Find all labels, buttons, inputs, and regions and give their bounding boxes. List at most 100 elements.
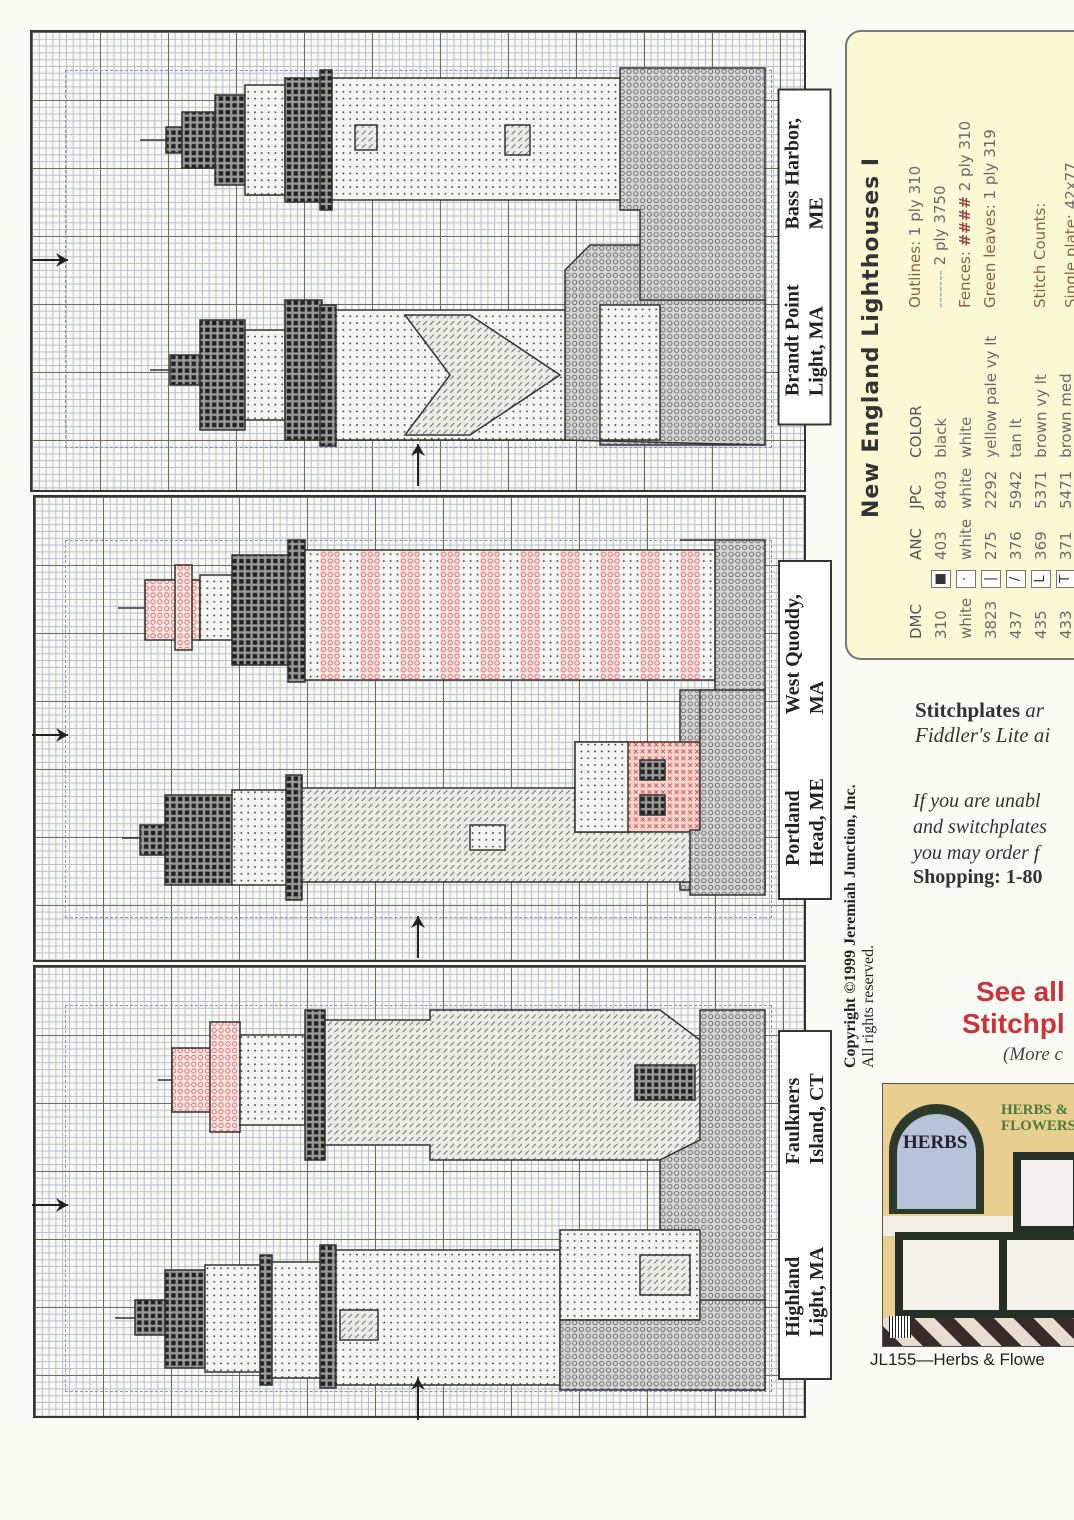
arrowhead-icon <box>56 1198 68 1212</box>
stitch-symbol-icon: ■ <box>931 569 951 588</box>
stitch-block <box>139 824 166 856</box>
label-line: Bass Harbor, <box>781 117 804 230</box>
stitch-block <box>209 1021 241 1133</box>
stitch-block <box>214 94 246 186</box>
stitch-block <box>319 1244 337 1389</box>
stitch-block <box>204 1264 263 1373</box>
keeper-house <box>574 741 629 833</box>
key-cell-color: yellow pale vy lt <box>981 335 1000 458</box>
stitchplates-bold: Stitchplates <box>915 698 1020 722</box>
color-key: New England Lighthouses I DMC ANC JPC CO… <box>845 30 1074 660</box>
window <box>639 794 666 816</box>
stitch-block <box>199 319 246 431</box>
label-line: Highland <box>782 1256 804 1337</box>
dashed-line-symbol: ------- <box>931 270 949 308</box>
stitch-block <box>171 1047 213 1113</box>
key-cell-jpc: 5371 <box>1031 470 1050 509</box>
fences-label: Fences: <box>956 251 974 308</box>
key-cell-symbol: ■ <box>928 565 953 593</box>
stitch-block <box>284 299 323 441</box>
label-line: Portland <box>782 790 804 866</box>
product-image-herbs-flowers[interactable]: HERBS HERBS & FLOWERS <box>882 1083 1074 1347</box>
stitch-block <box>239 1034 306 1126</box>
copyright-line: Copyright ©1999 Jeremiah Junction, Inc. <box>842 784 859 1068</box>
key-cell-anc: 369 <box>1031 531 1050 560</box>
key-cell-dmc: white <box>956 597 975 639</box>
stitch-block <box>244 84 286 196</box>
label-line: Head, ME <box>806 778 828 866</box>
product-caption: JL155—Herbs & Flowe <box>870 1350 1045 1369</box>
promo-text: If you are unabl <box>913 790 1041 812</box>
window <box>634 1064 696 1101</box>
stitch-counts-heading: Stitch Counts: <box>1031 202 1049 308</box>
label-line: Light, MA <box>805 306 828 397</box>
single-plate-value: 42x77 <box>1062 162 1074 210</box>
stitch-block <box>287 539 306 683</box>
promo-text: you may order f <box>913 842 1040 864</box>
window <box>354 124 378 151</box>
key-cell-color: brown med <box>1056 373 1074 458</box>
stitch-block <box>174 564 193 651</box>
key-cell-symbol: T <box>1053 565 1074 593</box>
stitch-block <box>164 1269 206 1369</box>
col-dmc: DMC <box>906 604 925 639</box>
key-header-row: DMC ANC JPC COLOR <box>903 331 928 644</box>
key-cell-color: brown vy lt <box>1031 374 1050 458</box>
arrowhead-icon <box>56 253 68 267</box>
label-line: Brandt Point <box>781 284 804 397</box>
striped-tower <box>304 549 716 681</box>
land-area <box>689 689 766 896</box>
label-bass-harbor: Bass Harbor,ME <box>781 118 829 230</box>
stitch-block <box>284 77 323 203</box>
window <box>339 1309 379 1341</box>
promo-text: and switchplates <box>913 816 1047 838</box>
key-cell-anc: white <box>956 518 975 560</box>
label-line: ME <box>805 197 828 230</box>
stitch-block <box>271 1261 323 1379</box>
promo-text: ar <box>1020 698 1044 722</box>
leaves-label: Green leaves: <box>981 204 999 308</box>
col-anc: ANC <box>906 527 925 560</box>
outlines-value: 1 ply 310 <box>906 165 924 237</box>
label-line: MA <box>806 680 828 715</box>
arrowhead-icon <box>411 1378 425 1390</box>
window <box>504 124 531 156</box>
key-cell-symbol: / <box>1003 565 1028 593</box>
stitch-block <box>319 69 333 211</box>
stitch-block <box>164 794 233 886</box>
stitch-symbol-icon: T <box>1056 569 1074 588</box>
window <box>469 824 506 851</box>
stitch-block <box>304 1009 326 1161</box>
key-cell-anc: 403 <box>931 531 950 560</box>
key-cell-symbol: L <box>1028 565 1053 593</box>
col-symbol <box>903 565 928 593</box>
tower <box>331 77 621 201</box>
stitch-block <box>244 329 286 421</box>
col-color: COLOR <box>906 405 925 458</box>
stitch-block <box>165 126 183 154</box>
see-all-heading: See all <box>976 976 1065 1007</box>
single-plate-label: Single plate: <box>1062 214 1074 308</box>
label-line: Island, CT <box>806 1073 828 1165</box>
stitch-symbol-icon: | <box>981 569 1001 588</box>
label-line: West Quoddy, <box>782 594 804 715</box>
stitch-block <box>319 304 337 447</box>
key-cell-color: tan lt <box>1006 418 1025 458</box>
arrowhead-icon <box>411 916 425 928</box>
key-cell-dmc: 3823 <box>981 600 1000 639</box>
stitch-symbol-icon: / <box>1006 569 1026 588</box>
fences-value: 2 ply 310 <box>956 120 974 192</box>
key-cell-jpc: 2292 <box>981 470 1000 509</box>
rights-line: All rights reserved. <box>860 944 877 1068</box>
product-title-text: HERBS & FLOWERS <box>1001 1102 1074 1134</box>
